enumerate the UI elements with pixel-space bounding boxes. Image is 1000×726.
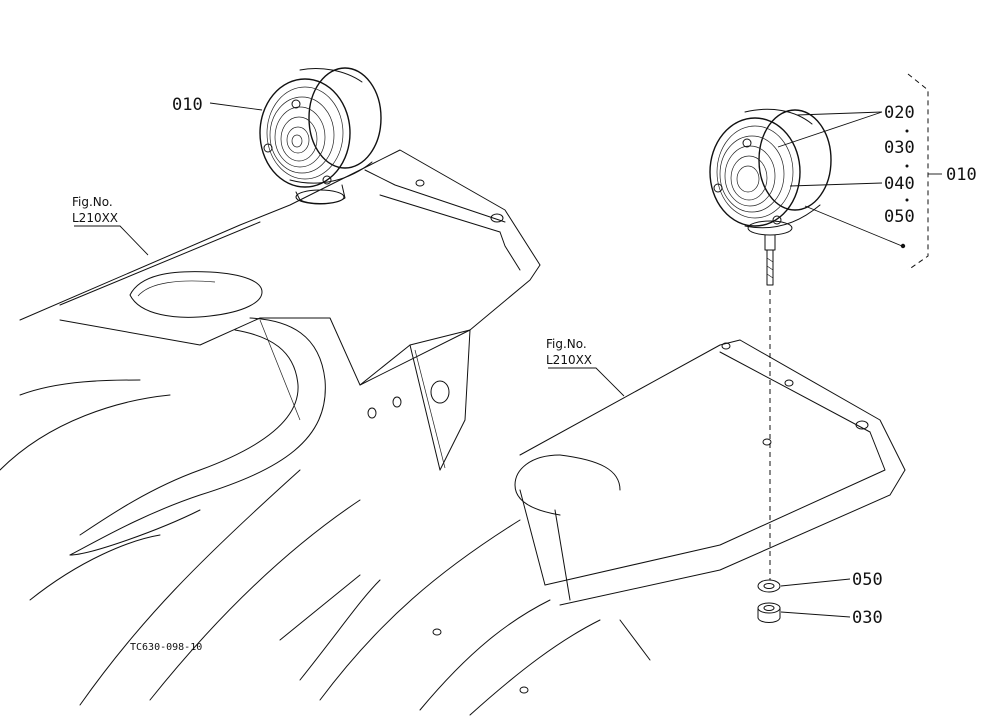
drawing-number: TC630-098-10 [130, 642, 202, 653]
leader-fig-right [548, 367, 625, 397]
label-050-top: 050 [884, 207, 915, 227]
bullet-050-top [900, 243, 906, 249]
right-lamp-assembly [709, 108, 832, 623]
fig-ref-left-line2: L210XX [72, 211, 118, 225]
left-lamp-assembly [259, 67, 382, 188]
bullet-050 [905, 198, 909, 202]
leader-020a [796, 111, 883, 116]
fig-ref-right-line1: Fig.No. [546, 337, 587, 351]
leader-fig-left [74, 225, 149, 256]
leader-040 [789, 182, 883, 187]
label-010-right: 010 [946, 165, 977, 185]
leader-050-bottom [780, 578, 851, 587]
bracket-010 [907, 73, 929, 271]
bullet-040 [905, 164, 909, 168]
leader-020b [777, 111, 883, 148]
label-020: 020 [884, 103, 915, 123]
label-010-left: 010 [172, 95, 203, 115]
label-030-bottom: 030 [852, 608, 883, 628]
leader-050-top [804, 205, 903, 247]
leader-030-bottom [780, 611, 851, 618]
right-fender-body [319, 339, 906, 716]
fig-ref-right-line2: L210XX [546, 353, 592, 367]
label-030-top: 030 [884, 138, 915, 158]
left-fender-body [0, 149, 541, 706]
label-050-bottom: 050 [852, 570, 883, 590]
leader-010-left [209, 102, 263, 111]
label-040: 040 [884, 174, 915, 194]
fig-ref-left-line1: Fig.No. [72, 195, 113, 209]
bullet-030 [905, 129, 909, 133]
